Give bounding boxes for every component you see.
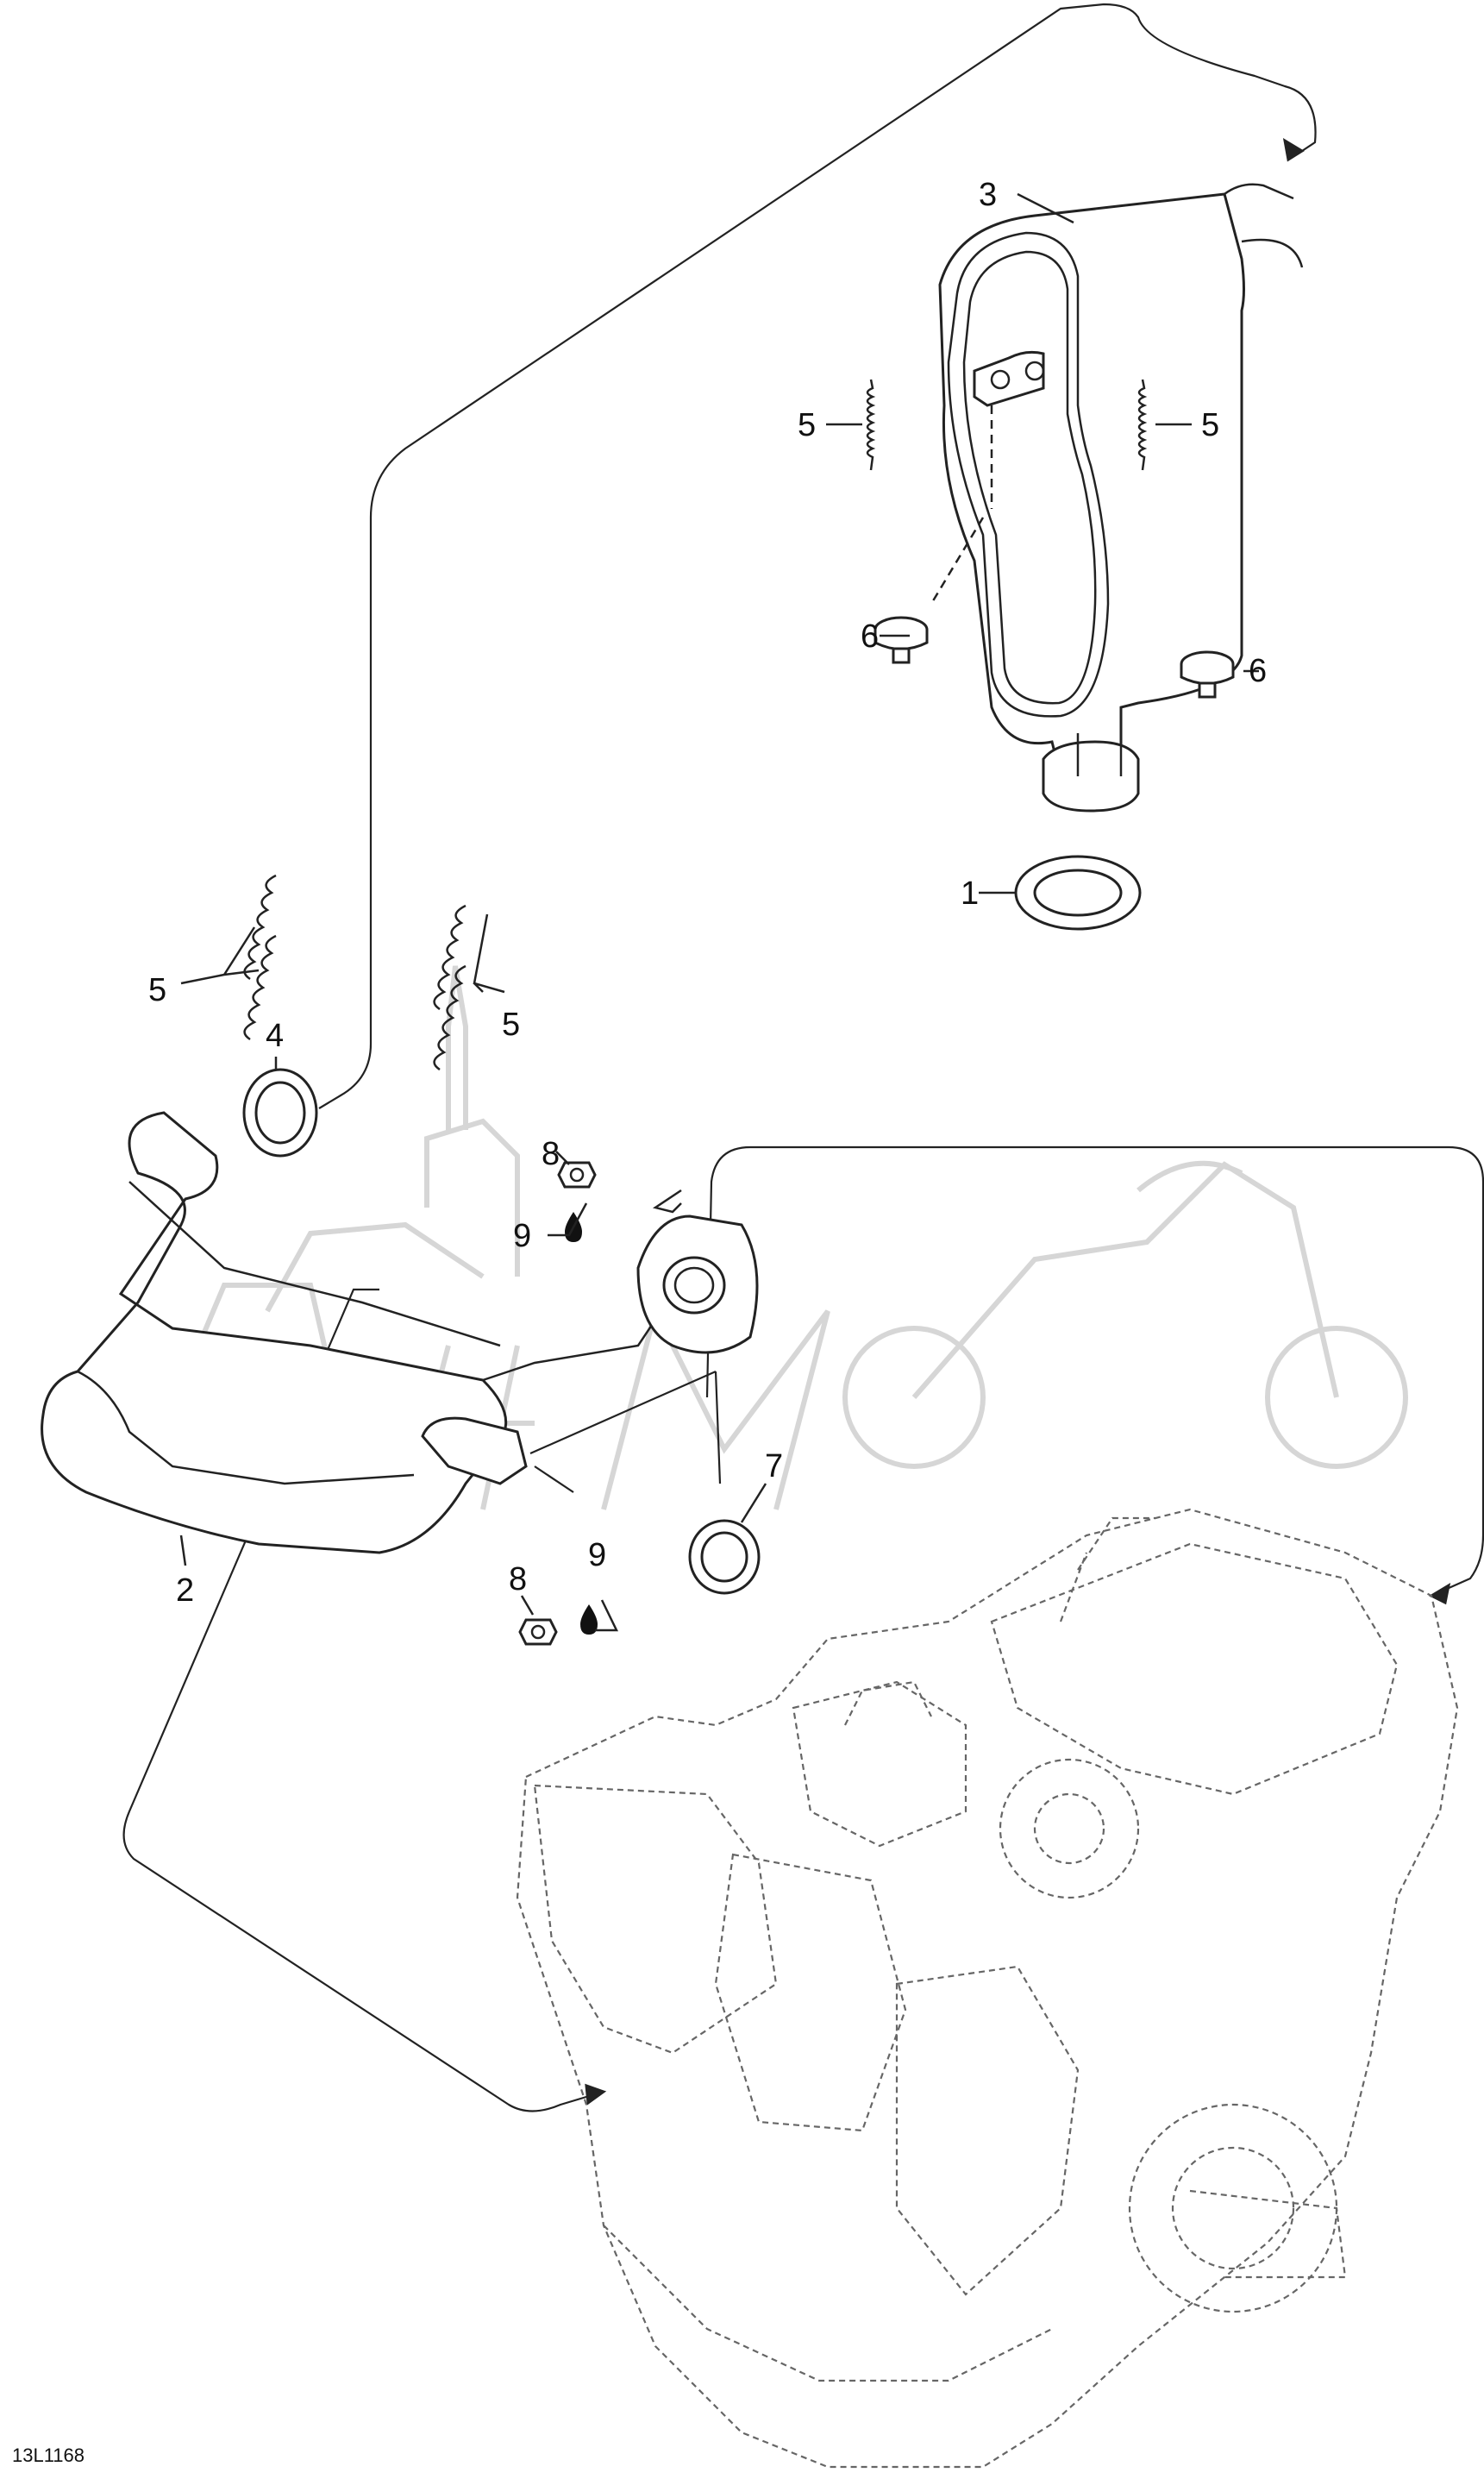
callout-1: 1 <box>961 875 979 912</box>
assembly-route-lines <box>122 3 1484 2112</box>
route-gasket-to-pipe <box>534 1465 574 1493</box>
callout-2: 2 <box>176 1572 194 1609</box>
rubber-mount-icon <box>873 616 1235 699</box>
callout-5: 5 <box>148 972 166 1008</box>
callout-9: 9 <box>588 1537 606 1573</box>
muffler-icon <box>930 183 1304 813</box>
route-gasket7-to-flange <box>529 1370 722 1484</box>
gasket-icon <box>1014 855 1142 931</box>
arrow-head <box>585 2083 607 2106</box>
callout-6: 6 <box>1249 653 1267 689</box>
engine-icon <box>516 1508 1459 2469</box>
callout-8: 8 <box>509 1561 527 1597</box>
callout-5: 5 <box>502 1007 520 1043</box>
callout-5: 5 <box>798 407 816 443</box>
nut-icon <box>518 1161 597 1646</box>
route-muffler-to-pipe <box>318 3 1317 1109</box>
callout-6: 6 <box>861 618 879 655</box>
exhaust-pipe-icon <box>41 1111 759 1554</box>
callout-9: 9 <box>513 1218 531 1254</box>
spring-icon <box>866 379 1148 471</box>
route-engine-to-manifold <box>705 1145 1484 1597</box>
callout-5: 5 <box>1201 407 1219 443</box>
callout-8: 8 <box>542 1136 560 1172</box>
arrow-head <box>1282 138 1305 162</box>
gasket-icon <box>242 1068 318 1158</box>
route-pipe-to-engine <box>122 1288 604 2112</box>
drawing-id: 13L1168 <box>12 2444 85 2466</box>
callout-labels: 3 5 5 6 6 1 5 5 4 8 9 2 7 8 9 <box>148 177 1267 1609</box>
arrow-head <box>1428 1582 1451 1605</box>
callout-3: 3 <box>979 177 997 213</box>
gasket-icon <box>688 1519 761 1595</box>
leader-lines <box>179 192 1259 1632</box>
spring-icon <box>243 874 466 1071</box>
callout-4: 4 <box>266 1018 284 1054</box>
callout-7: 7 <box>765 1448 783 1484</box>
